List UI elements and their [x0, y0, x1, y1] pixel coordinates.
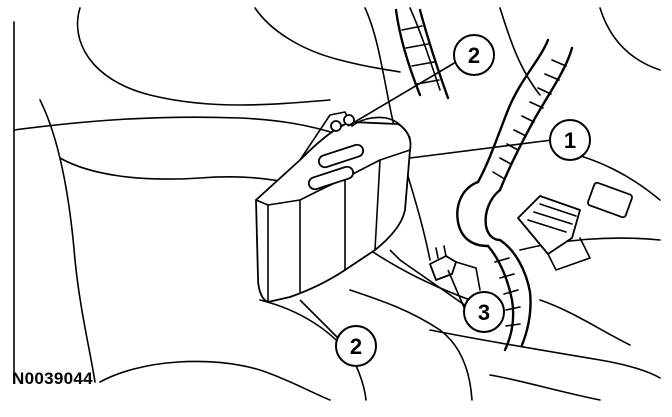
wiring-harness [394, 8, 574, 352]
callout-2-upper: 2 [453, 34, 495, 76]
bracket-bolt [429, 245, 481, 291]
callout-circle [463, 291, 505, 333]
figure-id: N0039044 [12, 369, 93, 388]
callout-label: 2 [350, 334, 362, 359]
callout-label: 1 [564, 128, 576, 153]
callout-3: 3 [463, 291, 505, 333]
leader-lines [299, 61, 553, 339]
callout-1: 1 [549, 119, 591, 161]
callout-label: 2 [468, 43, 480, 68]
callout-label: 3 [478, 300, 490, 325]
callout-circle [549, 119, 591, 161]
callout-circle [453, 34, 495, 76]
module-cover [255, 111, 412, 303]
callout-2-lower: 2 [335, 325, 377, 367]
electrical-connector [517, 181, 633, 271]
callout-circle [335, 325, 377, 367]
